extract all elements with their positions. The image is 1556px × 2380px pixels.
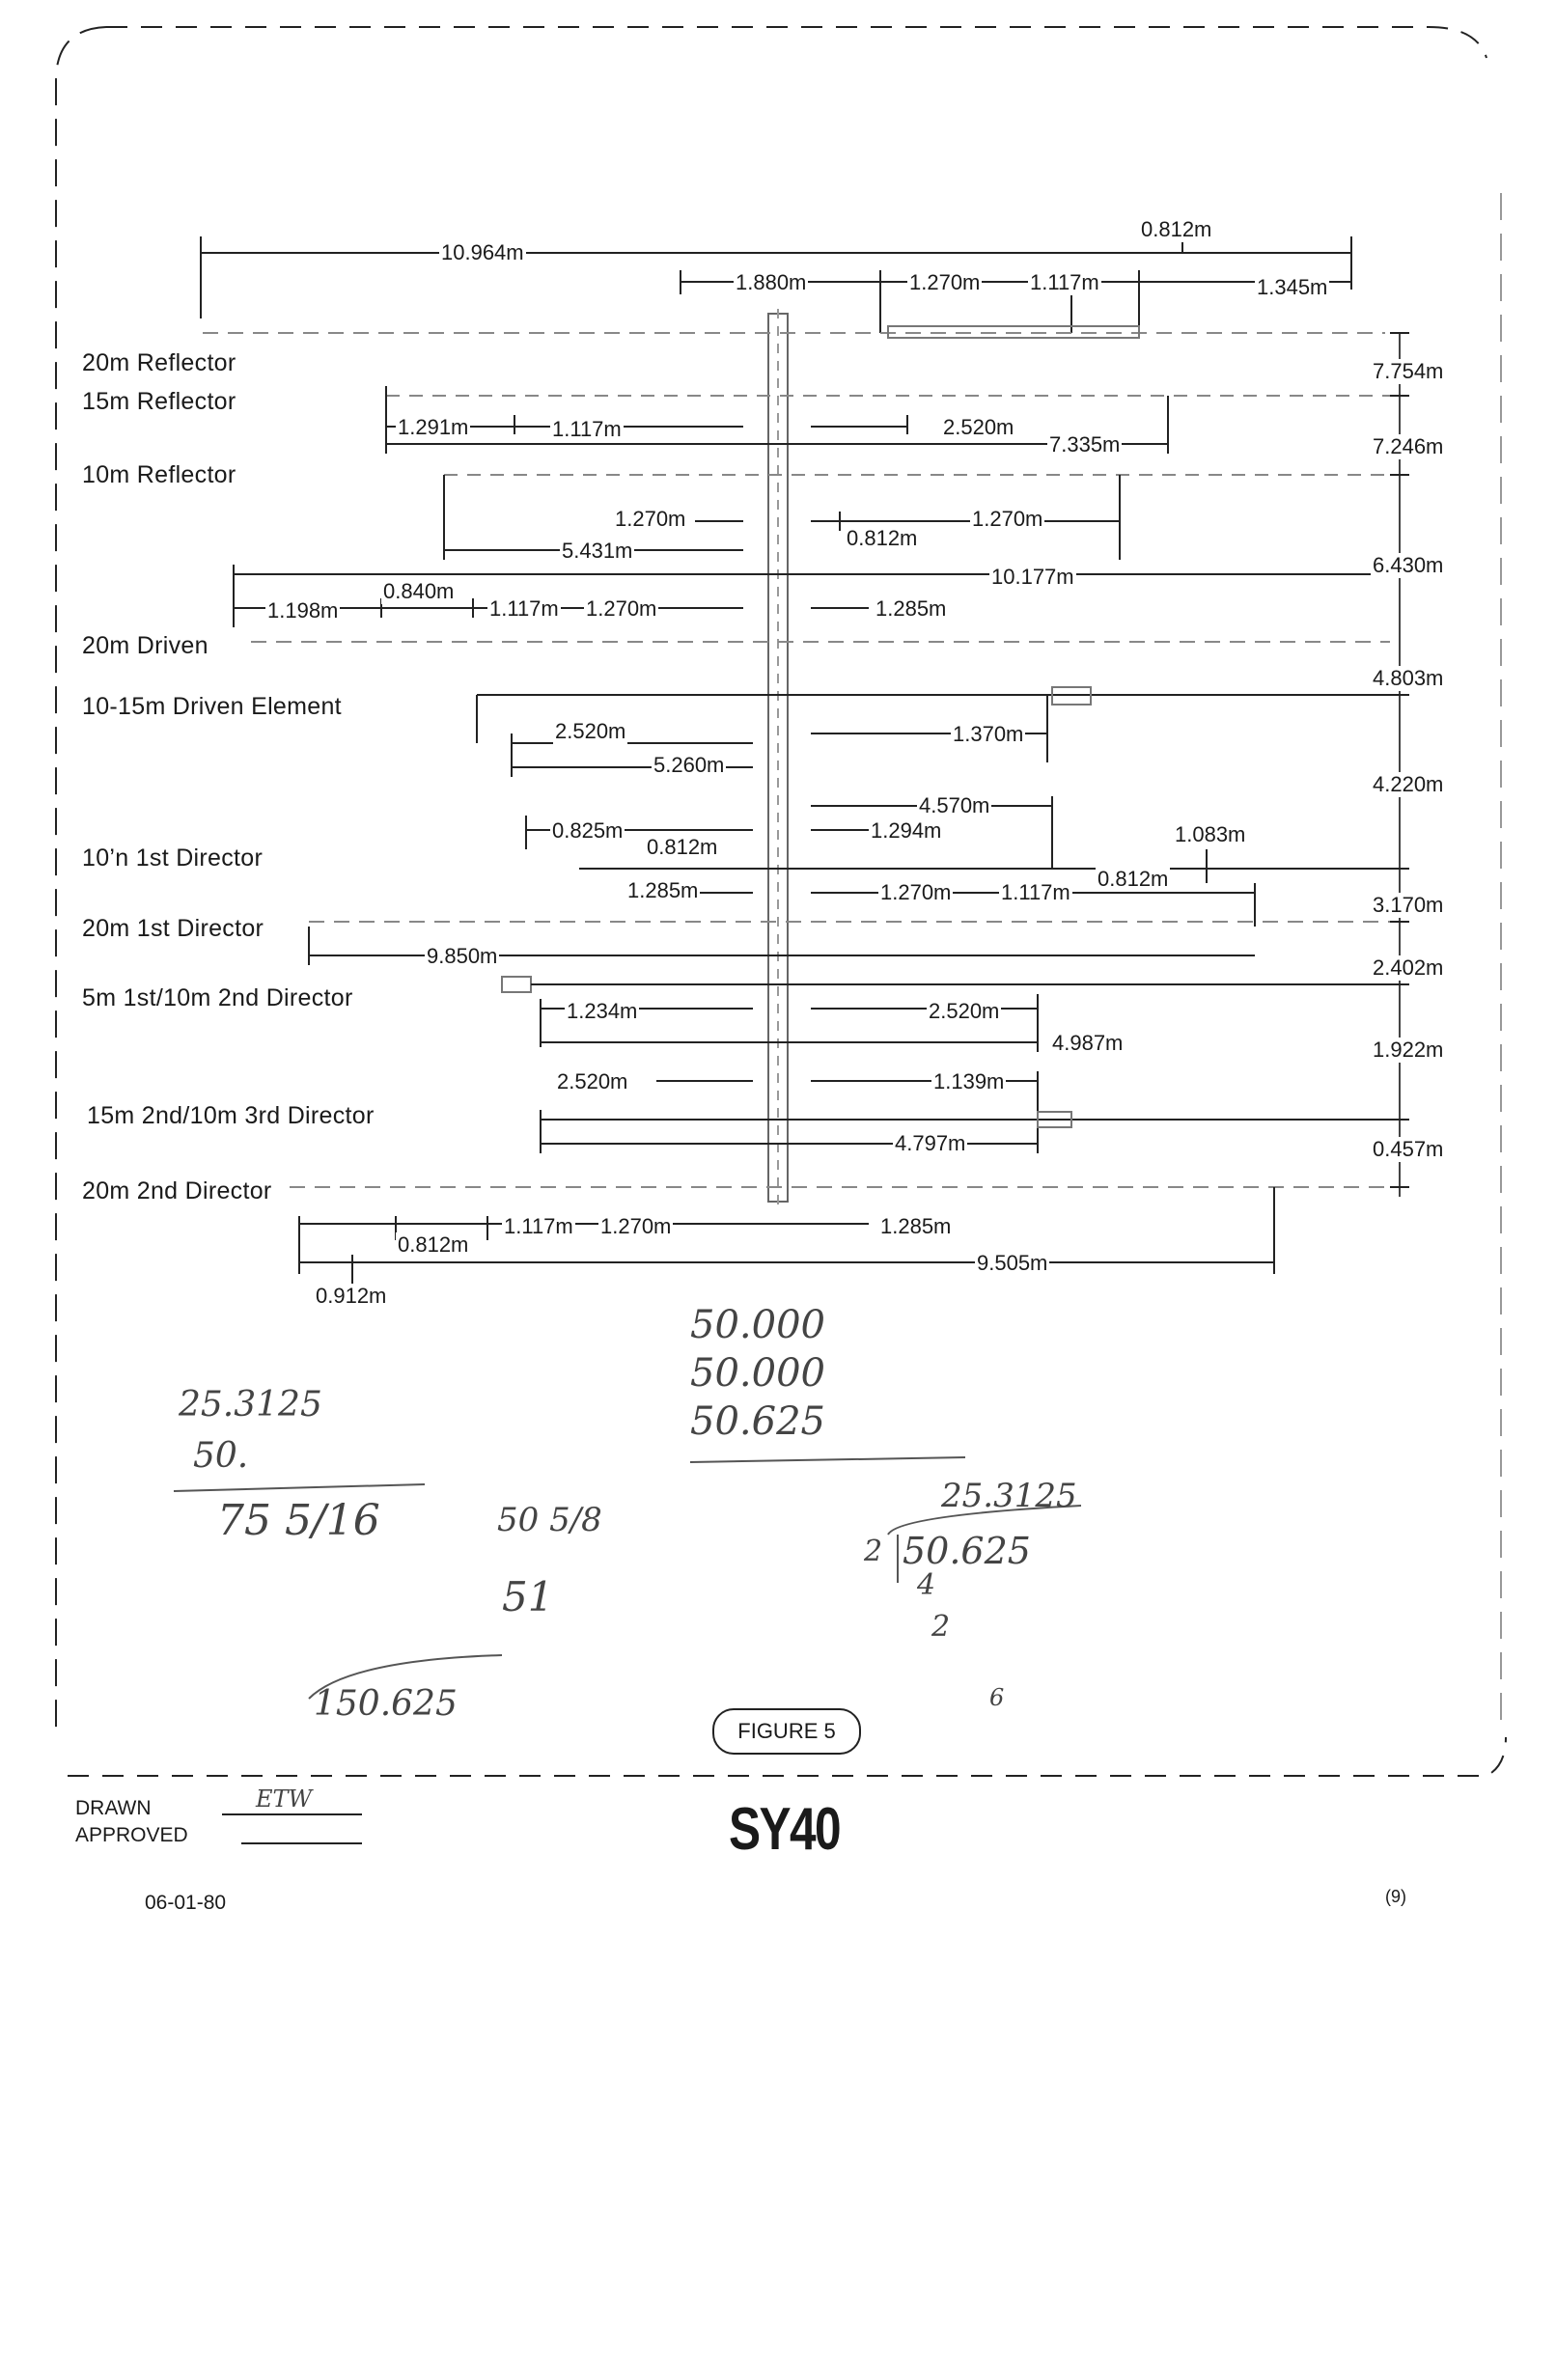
dim-label: 0.912m: [314, 1284, 389, 1309]
handwritten-note: 50.000: [690, 1351, 825, 1396]
dim-label: 1.285m: [878, 1214, 954, 1239]
dim-label: 1.083m: [1173, 822, 1248, 847]
dim-label: 6.430m: [1371, 553, 1446, 578]
handwritten-note: 51: [502, 1573, 554, 1620]
dim-label: 10.177m: [989, 565, 1076, 590]
dim-label: 0.812m: [845, 526, 920, 551]
dim-label: 9.505m: [975, 1251, 1050, 1276]
dim-label: 4.220m: [1371, 772, 1446, 797]
label-20m-1st-director: 20m 1st Director: [82, 915, 264, 942]
dim-label: 1.117m: [502, 1214, 575, 1239]
dim-label: 1.270m: [598, 1214, 674, 1239]
dashed-border: [106, 26, 1487, 59]
dim-label: 1.198m: [265, 598, 341, 623]
dim-label: 2.520m: [941, 415, 1016, 440]
dim-label: 0.812m: [396, 1232, 471, 1258]
dim-label: 2.520m: [553, 719, 628, 744]
dim-label: 4.797m: [893, 1131, 968, 1156]
label-15m-2nd-director: 15m 2nd/10m 3rd Director: [87, 1102, 375, 1129]
figure-label: FIGURE 5: [712, 1708, 861, 1755]
dim-label: 5.260m: [652, 753, 727, 778]
dim-label: 1.285m: [625, 878, 701, 903]
dim-label: 2.520m: [555, 1069, 630, 1094]
dim-label: 7.246m: [1371, 434, 1446, 459]
drawn-label: DRAWN: [75, 1797, 152, 1819]
dim-label: 1.370m: [951, 722, 1026, 747]
dim-label: 2.402m: [1371, 955, 1446, 981]
handwritten-note: 50.000: [690, 1303, 825, 1347]
dim-label: 7.754m: [1371, 359, 1446, 384]
dim-label: 4.570m: [917, 793, 992, 818]
dim-label: 1.270m: [878, 880, 954, 905]
drawn-signature: ETW: [256, 1785, 313, 1813]
dim-label: 1.922m: [1371, 1038, 1446, 1063]
label-15m-reflector: 15m Reflector: [82, 388, 236, 415]
handwritten-note: 6: [989, 1684, 1005, 1711]
dim-label: 1.345m: [1255, 275, 1330, 300]
dim-label: 1.270m: [907, 270, 983, 295]
handwritten-note: 50.625: [690, 1399, 825, 1444]
dim-label: 0.812m: [645, 835, 720, 860]
dim-label: 10.964m: [439, 240, 526, 265]
handwritten-note: 2: [931, 1610, 951, 1644]
label-20m-2nd-director: 20m 2nd Director: [82, 1177, 272, 1204]
dim-label: 1.270m: [970, 507, 1045, 532]
label-20m-driven: 20m Driven: [82, 632, 208, 659]
dim-label: 1.270m: [584, 596, 659, 622]
page-number: (9): [1385, 1887, 1406, 1906]
dim-label: 2.520m: [927, 999, 1002, 1024]
dim-label: 1.291m: [396, 415, 471, 440]
dim-label: 1.117m: [999, 880, 1072, 905]
handwritten-note: 2: [864, 1535, 883, 1568]
label-15m-1st-director: 5m 1st/10m 2nd Director: [82, 984, 353, 1011]
handwritten-note: 25.3125: [179, 1385, 322, 1425]
dim-label: 0.812m: [1096, 867, 1171, 892]
dim-label: 1.117m: [487, 596, 561, 622]
dim-label: 4.987m: [1050, 1031, 1125, 1056]
boom: [767, 313, 789, 1203]
handwritten-note: 4: [917, 1568, 936, 1602]
handwritten-note: 25.3125: [941, 1477, 1077, 1515]
dim-label: 0.457m: [1371, 1137, 1446, 1162]
dim-label: 1.234m: [565, 999, 640, 1024]
dim-label: 4.803m: [1371, 666, 1446, 691]
dim-label: 1.139m: [931, 1069, 1007, 1094]
dim-label: 0.825m: [550, 818, 625, 844]
dashed-border-left: [55, 26, 107, 1728]
handwritten-note: 50.: [193, 1436, 249, 1476]
dim-label: 1.270m: [613, 507, 688, 532]
label-10-15m-driven: 10-15m Driven Element: [82, 693, 342, 720]
dim-label: 1.117m: [550, 417, 624, 442]
handwritten-note: 150.625: [314, 1684, 458, 1724]
dim-label: 1.880m: [734, 270, 809, 295]
approved-label: APPROVED: [75, 1824, 188, 1846]
dim-label: 1.294m: [869, 818, 944, 844]
label-20m-reflector: 20m Reflector: [82, 349, 236, 376]
date: 06-01-80: [145, 1892, 227, 1914]
dim-label: 1.285m: [874, 596, 949, 622]
handwritten-note: 50.625: [903, 1530, 1031, 1572]
dim-label: 3.170m: [1371, 893, 1446, 918]
model-name: SY40: [729, 1796, 842, 1863]
dim-label: 7.335m: [1047, 432, 1123, 457]
label-10m-1st-director: 10’n 1st Director: [82, 844, 264, 872]
dim-label: 0.812m: [1139, 217, 1214, 242]
dim-label: 9.850m: [425, 944, 500, 969]
handwritten-note: 50 5/8: [497, 1501, 602, 1539]
label-10m-reflector: 10m Reflector: [82, 461, 236, 488]
dim-label: 1.117m: [1028, 270, 1101, 295]
handwritten-note: 75 5/16: [217, 1496, 380, 1545]
dim-label: 5.431m: [560, 539, 635, 564]
dim-label: 0.840m: [381, 579, 457, 604]
dashed-border-bottom: [68, 1736, 1507, 1777]
